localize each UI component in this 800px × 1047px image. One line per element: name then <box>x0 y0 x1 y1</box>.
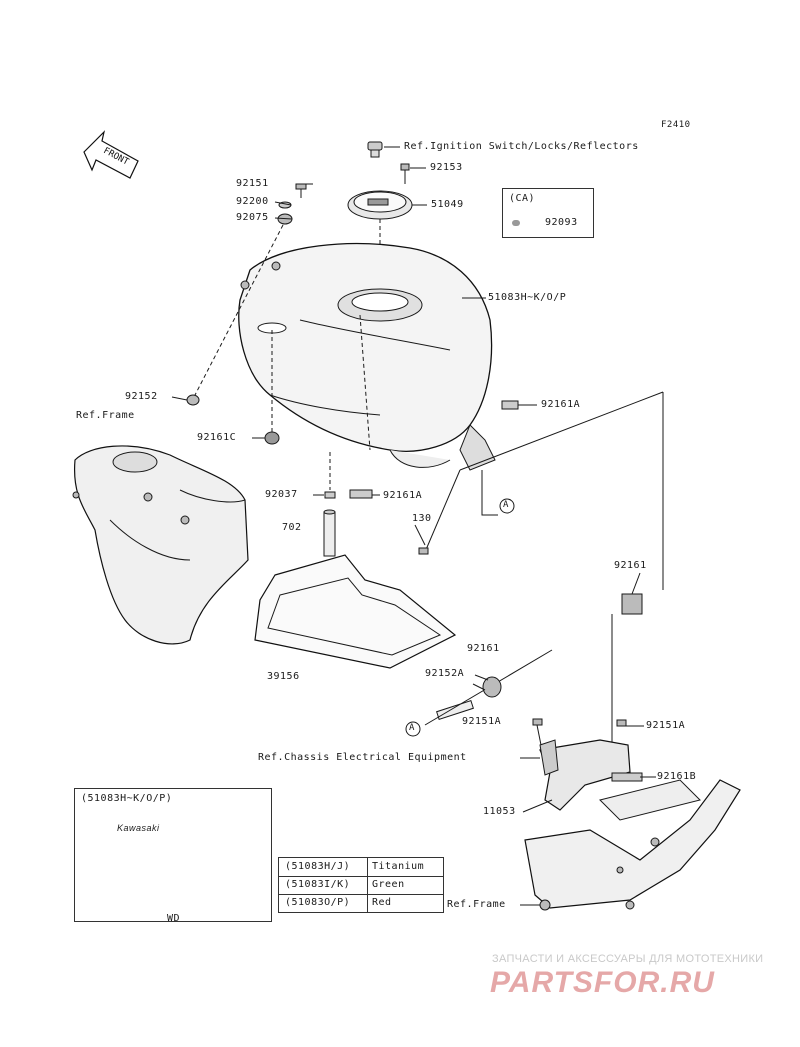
inset-title: (51083H~K/O/P) <box>81 793 173 804</box>
watermark-tagline: ЗАПЧАСТИ И АКСЕССУАРЫ ДЛЯ МОТОТЕХНИКИ <box>492 953 764 965</box>
inset-wd-label: WD <box>167 913 181 924</box>
color-name: Red <box>372 897 392 908</box>
color-code: (51083O/P) <box>285 897 351 908</box>
part-51049-label[interactable]: 51049 <box>431 199 464 210</box>
part-92037-label[interactable]: 92037 <box>265 489 298 500</box>
marker-a-left <box>405 721 421 737</box>
part-11053-label[interactable]: 11053 <box>483 806 516 817</box>
ref-frame-bottom-link[interactable]: Ref.Frame <box>447 899 506 910</box>
bolt-92151A-right-icon <box>616 719 627 727</box>
pad-92161A-right-icon <box>501 400 519 410</box>
fuel-tank-icon <box>238 242 496 471</box>
part-92153-label[interactable]: 92153 <box>430 162 463 173</box>
part-92161-right-label[interactable]: 92161 <box>614 560 647 571</box>
bolt-130-icon <box>418 469 461 555</box>
watermark-logo[interactable]: PARTSFOR.RU <box>490 966 715 999</box>
ref-frame-left-link[interactable]: Ref.Frame <box>76 410 135 421</box>
bracket-11053-icon <box>539 739 631 811</box>
diagram-code: F2410 <box>661 120 691 130</box>
ref-chassis-link[interactable]: Ref.Chassis Electrical Equipment <box>258 752 467 763</box>
mat-39156-icon <box>254 554 457 669</box>
part-92151A-mid-label[interactable]: 92151A <box>462 716 502 727</box>
nut-92093-icon <box>512 220 520 226</box>
color-table: (51083H/J) Titanium (51083I/K) Green (51… <box>278 857 444 913</box>
part-130-label[interactable]: 130 <box>412 513 432 524</box>
rubber-92161C-icon <box>264 431 280 445</box>
part-92161A-right-label[interactable]: 92161A <box>541 399 581 410</box>
rubber-92152-icon <box>186 394 200 406</box>
ref-ignition-link[interactable]: Ref.Ignition Switch/Locks/Reflectors <box>404 141 639 152</box>
pad-92161B-icon <box>611 772 643 782</box>
inset-tank-logo: Kawasaki <box>117 823 160 833</box>
clip-92037-icon <box>324 491 336 499</box>
part-92152A-label[interactable]: 92152A <box>425 668 465 679</box>
part-92152-label[interactable]: 92152 <box>125 391 158 402</box>
fuel-cap-icon <box>347 190 413 300</box>
part-92075-label[interactable]: 92075 <box>236 212 269 223</box>
color-row: (51083I/K) Green <box>279 876 443 895</box>
part-92200-label[interactable]: 92200 <box>236 196 269 207</box>
pad-92161A-icon <box>349 489 373 499</box>
frame-left-icon <box>72 445 249 645</box>
bolt-92151A-mid-icon <box>532 718 543 726</box>
ca-box-title: (CA) <box>509 193 536 204</box>
part-92161A-mid-label[interactable]: 92161A <box>383 490 423 501</box>
grommet-92161-mid-icon <box>482 676 502 698</box>
color-row: (51083O/P) Red <box>279 894 443 912</box>
color-name: Titanium <box>372 861 425 872</box>
part-92161B-label[interactable]: 92161B <box>657 771 697 782</box>
color-name: Green <box>372 879 405 890</box>
part-92151-label[interactable]: 92151 <box>236 178 269 189</box>
color-code: (51083H/J) <box>285 861 351 872</box>
ignition-cap-icon <box>367 141 383 158</box>
marker-a-left-label: A <box>409 723 415 733</box>
part-92161-mid-label[interactable]: 92161 <box>467 643 500 654</box>
ca-box: (CA) 92093 <box>502 188 594 238</box>
inset-box: (51083H~K/O/P) Kawasaki <box>74 788 272 922</box>
pipe-702-icon <box>323 509 336 557</box>
marker-a-right-label: A <box>503 500 509 510</box>
color-code: (51083I/K) <box>285 879 351 890</box>
part-92093-label[interactable]: 92093 <box>545 217 578 228</box>
part-702-label[interactable]: 702 <box>282 522 302 533</box>
part-39156-label[interactable]: 39156 <box>267 671 300 682</box>
screw-92153-icon <box>400 163 410 184</box>
frame-right-icon <box>524 779 741 911</box>
marker-a-right <box>499 498 515 514</box>
part-51083-label[interactable]: 51083H~K/O/P <box>488 292 567 303</box>
part-92151A-right-label[interactable]: 92151A <box>646 720 686 731</box>
color-row: (51083H/J) Titanium <box>279 858 443 877</box>
part-92161C-label[interactable]: 92161C <box>197 432 237 443</box>
front-arrow-icon: FRONT <box>83 130 139 179</box>
